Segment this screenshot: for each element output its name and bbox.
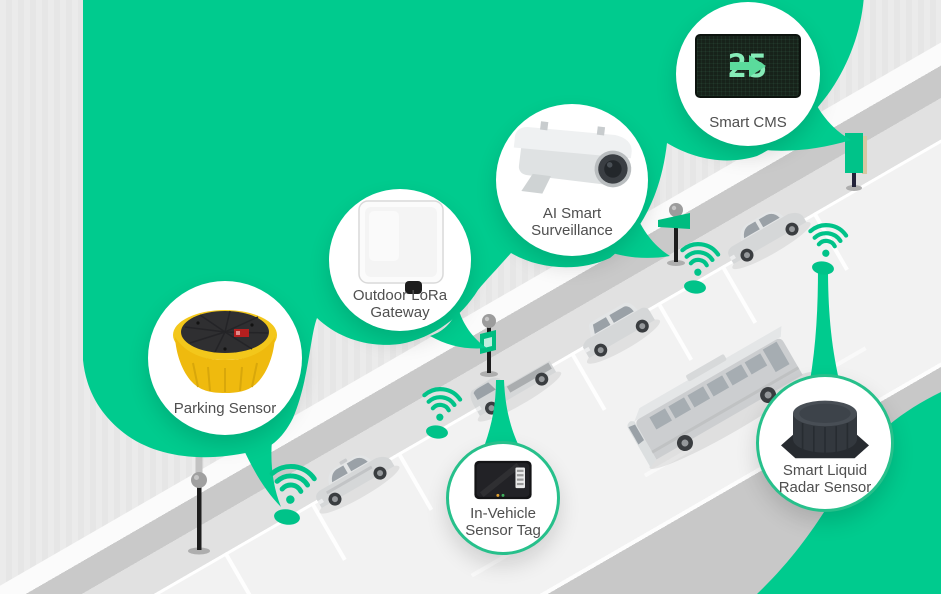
parking-sensor-image xyxy=(173,310,277,393)
bubble-label: In-Vehicle Sensor Tag xyxy=(449,505,557,539)
bubble-label-line: Smart CMS xyxy=(709,114,787,131)
bubble-lora-gateway: Outdoor LoRa Gateway xyxy=(329,189,471,331)
sedan xyxy=(728,211,811,270)
cms-led-display: 25 xyxy=(695,34,801,98)
bubble-ai-surveillance: AI Smart Surveillance xyxy=(496,104,648,256)
stem-invehicle xyxy=(485,380,518,444)
wifi-signal-icon xyxy=(805,223,847,277)
bubble-label-line: Surveillance xyxy=(531,222,613,239)
bubble-label: Parking Sensor xyxy=(148,400,302,417)
bubble-label-line: Sensor Tag xyxy=(465,522,541,539)
bubble-tail-parking xyxy=(243,440,281,507)
bubble-label-line: Smart Liquid xyxy=(782,462,868,479)
bubble-label-line: Gateway xyxy=(370,304,430,321)
bubble-parking-sensor: Parking Sensor xyxy=(148,281,302,435)
bubble-label: AI Smart Surveillance xyxy=(496,205,648,239)
invehicle-tag-image xyxy=(474,460,532,500)
bubble-label-line: Parking Sensor xyxy=(173,400,277,417)
bubble-smart-cms: 25 Smart CMS xyxy=(676,2,820,146)
cctv-camera-image xyxy=(513,121,632,194)
street-lamp xyxy=(658,203,690,266)
bubble-tail-lora xyxy=(430,308,487,349)
bubble-label-line: Outdoor LoRa xyxy=(352,287,448,304)
bubble-label-line: Radar Sensor xyxy=(778,479,872,496)
bubble-label: Smart CMS xyxy=(676,114,820,131)
bubble-label-line: In-Vehicle xyxy=(470,505,536,522)
wifi-signal-icon xyxy=(419,387,461,441)
suv xyxy=(583,302,661,364)
bubble-liquid-radar: Smart Liquid Radar Sensor xyxy=(756,374,894,512)
lora-gateway-image xyxy=(358,200,444,294)
bubble-tail-camera xyxy=(598,212,670,258)
bubble-invehicle-tag: In-Vehicle Sensor Tag xyxy=(446,441,560,555)
liquid-radar-image xyxy=(781,400,869,459)
cms-street-sign xyxy=(845,133,867,191)
bubble-label: Outdoor LoRa Gateway xyxy=(329,287,471,321)
stem-radar xyxy=(808,268,842,392)
bubble-label-line: AI Smart xyxy=(542,205,602,222)
bubble-label: Smart Liquid Radar Sensor xyxy=(759,462,891,496)
green-street-flag xyxy=(658,213,690,229)
arrow-right-icon xyxy=(730,55,766,77)
taxi xyxy=(316,455,400,514)
wifi-signal-icon xyxy=(677,242,719,296)
